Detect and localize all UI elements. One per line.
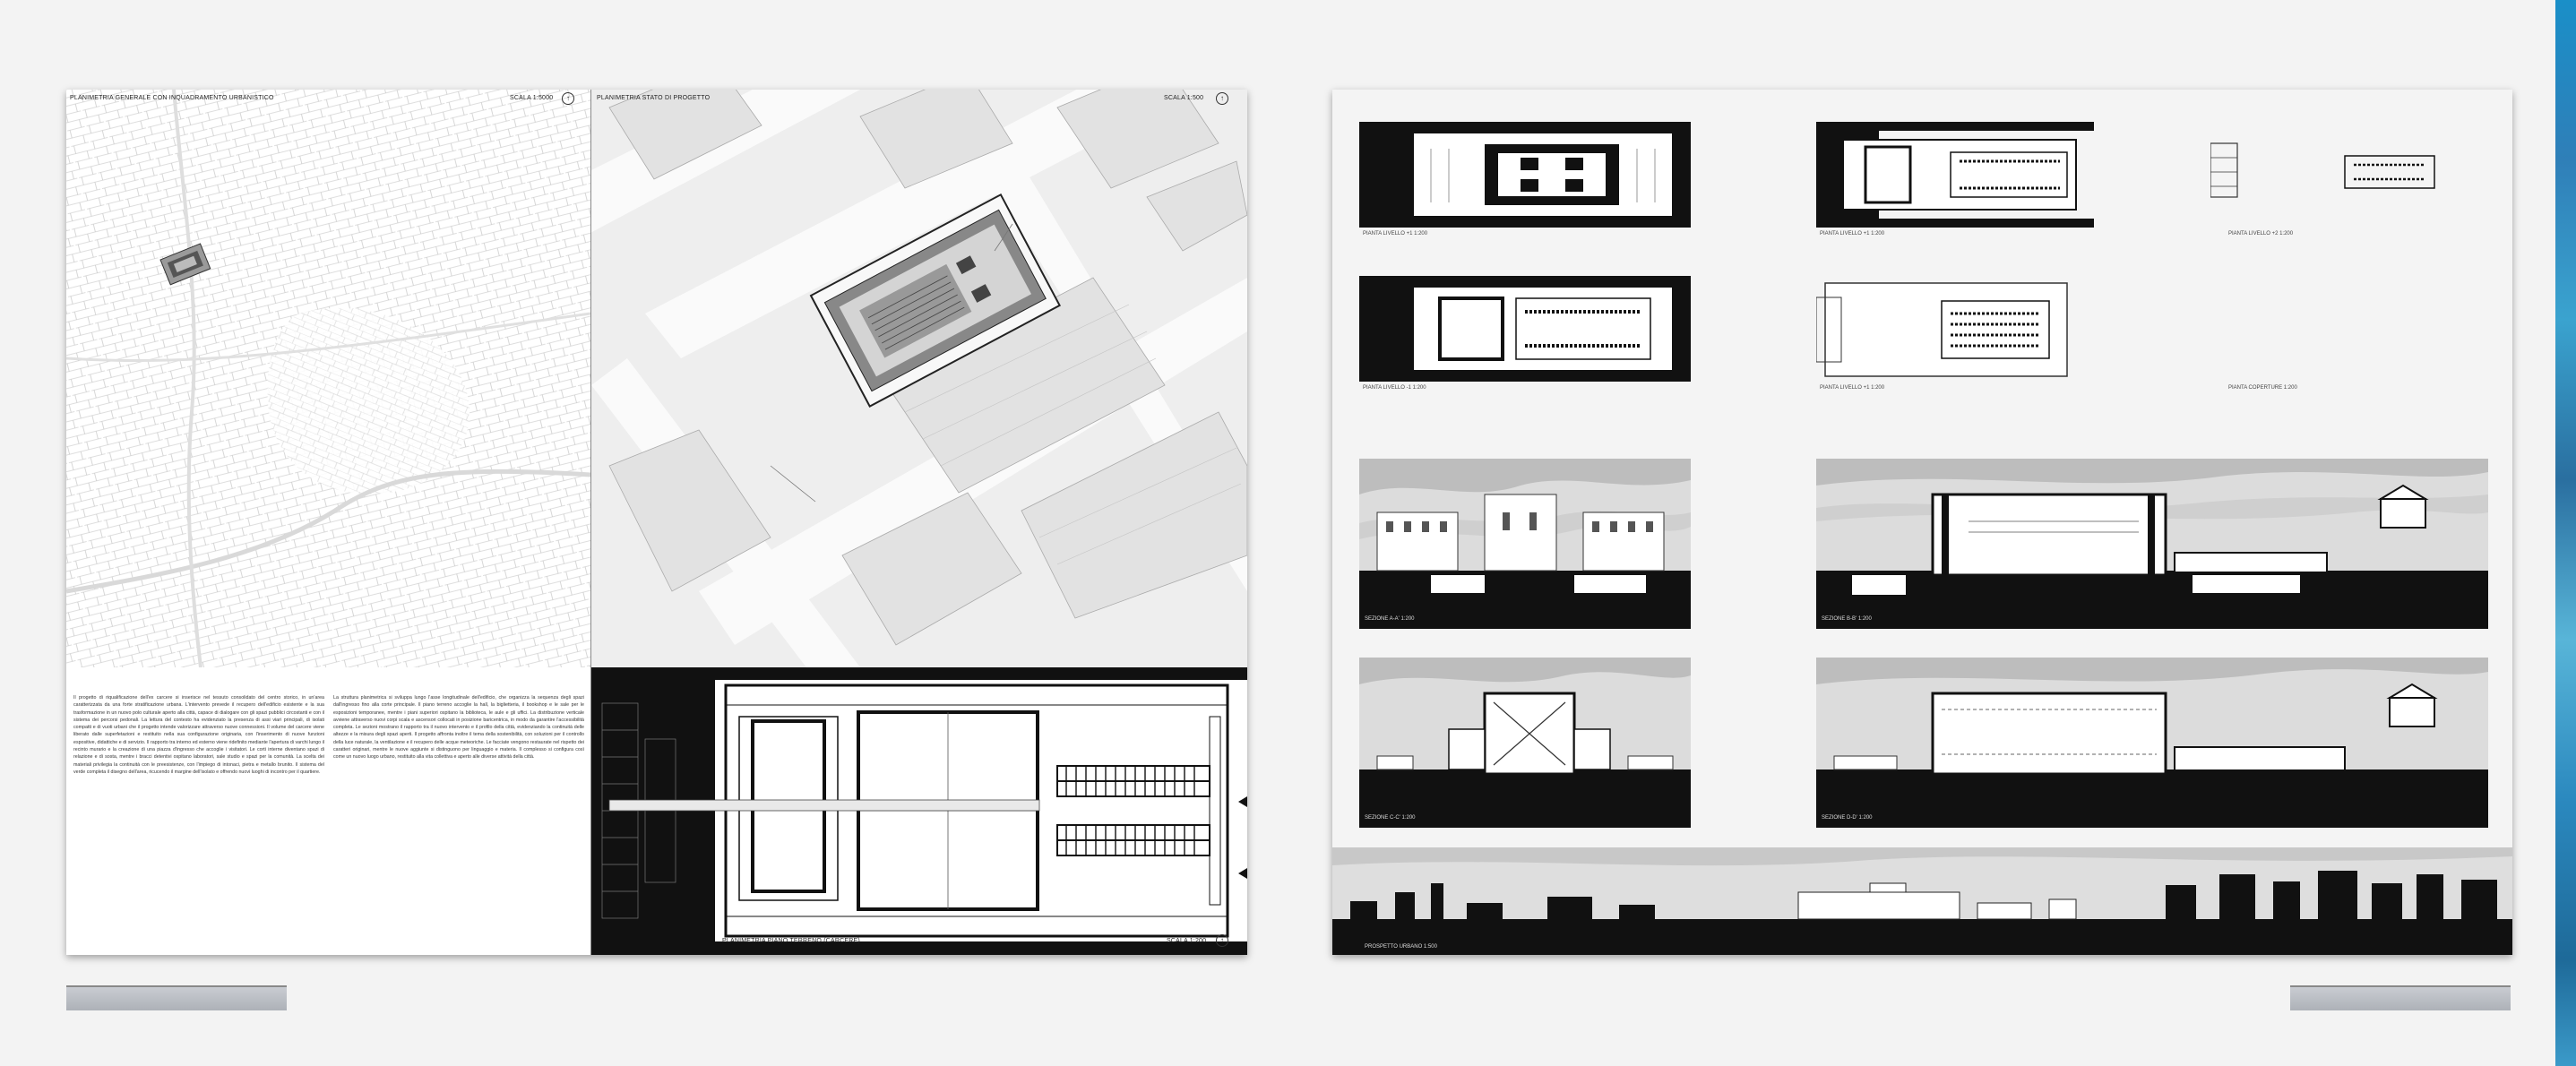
section-caption-b: SEZIONE B-B' 1:200 xyxy=(1822,616,1872,622)
plan-caption-2: PIANTA LIVELLO +1 1:200 xyxy=(1820,231,1885,236)
page-footer-bar-left xyxy=(66,985,287,1010)
skyline-caption: PROSPETTO URBANO 1:500 xyxy=(1365,944,1437,950)
ground-floor-caption: PLANIMETRIA PIANO TERRENO (CARCERE) xyxy=(722,938,860,944)
section-b xyxy=(1816,459,2488,629)
section-d xyxy=(1816,658,2488,828)
section-caption-c: SEZIONE C-C' 1:200 xyxy=(1365,815,1416,821)
report-text-column-2: La struttura planimetrica si sviluppa lu… xyxy=(333,695,584,761)
page-footer-bar-right xyxy=(2290,985,2511,1010)
north-arrow-icon: ↑ xyxy=(562,92,574,105)
map-title: PLANIMETRIA GENERALE CON INQUADRAMENTO U… xyxy=(70,95,274,101)
section-caption-a: SEZIONE A-A' 1:200 xyxy=(1365,616,1415,622)
floor-plan-1 xyxy=(1359,122,1691,228)
floor-plan-4 xyxy=(1359,276,1691,382)
north-arrow-icon: ↑ xyxy=(1216,92,1228,105)
section-caption-d: SEZIONE D-D' 1:200 xyxy=(1822,815,1873,821)
ground-floor-plan xyxy=(591,667,1247,955)
report-text-column-1: Il progetto di riqualificazione dell'ex … xyxy=(73,695,324,775)
floor-plan-3 xyxy=(2210,142,2435,198)
floor-plan-2 xyxy=(1816,122,2094,228)
map-scale: SCALA 1:5000 xyxy=(510,95,554,101)
floor-plan-5 xyxy=(1816,282,2068,377)
section-c xyxy=(1359,658,1691,828)
urban-skyline-elevation xyxy=(1332,847,2512,955)
section-a xyxy=(1359,459,1691,629)
plan-caption-4: PIANTA LIVELLO -1 1:200 xyxy=(1363,385,1426,391)
plan-caption-6: PIANTA COPERTURE 1:200 xyxy=(2228,385,2297,391)
right-board: PIANTA LIVELLO +1 1:200 PIANTA LIVELLO +… xyxy=(1332,90,2512,955)
site-plan xyxy=(591,90,1247,667)
ground-floor-scale: SCALA 1:200 xyxy=(1167,938,1207,944)
left-board: PLANIMETRIA GENERALE CON INQUADRAMENTO U… xyxy=(66,90,1247,955)
plan-caption-3: PIANTA LIVELLO +2 1:200 xyxy=(2228,231,2294,236)
urban-context-map xyxy=(66,90,590,667)
board-divider xyxy=(590,90,591,955)
site-plan-scale: SCALA 1:500 xyxy=(1164,95,1204,101)
north-arrow-icon: ↑ xyxy=(1216,934,1228,947)
site-plan-title: PLANIMETRIA STATO DI PROGETTO xyxy=(597,95,711,101)
side-accent-strip xyxy=(2555,0,2576,1066)
plan-caption-1: PIANTA LIVELLO +1 1:200 xyxy=(1363,231,1428,236)
plan-caption-5: PIANTA LIVELLO +1 1:200 xyxy=(1820,385,1885,391)
